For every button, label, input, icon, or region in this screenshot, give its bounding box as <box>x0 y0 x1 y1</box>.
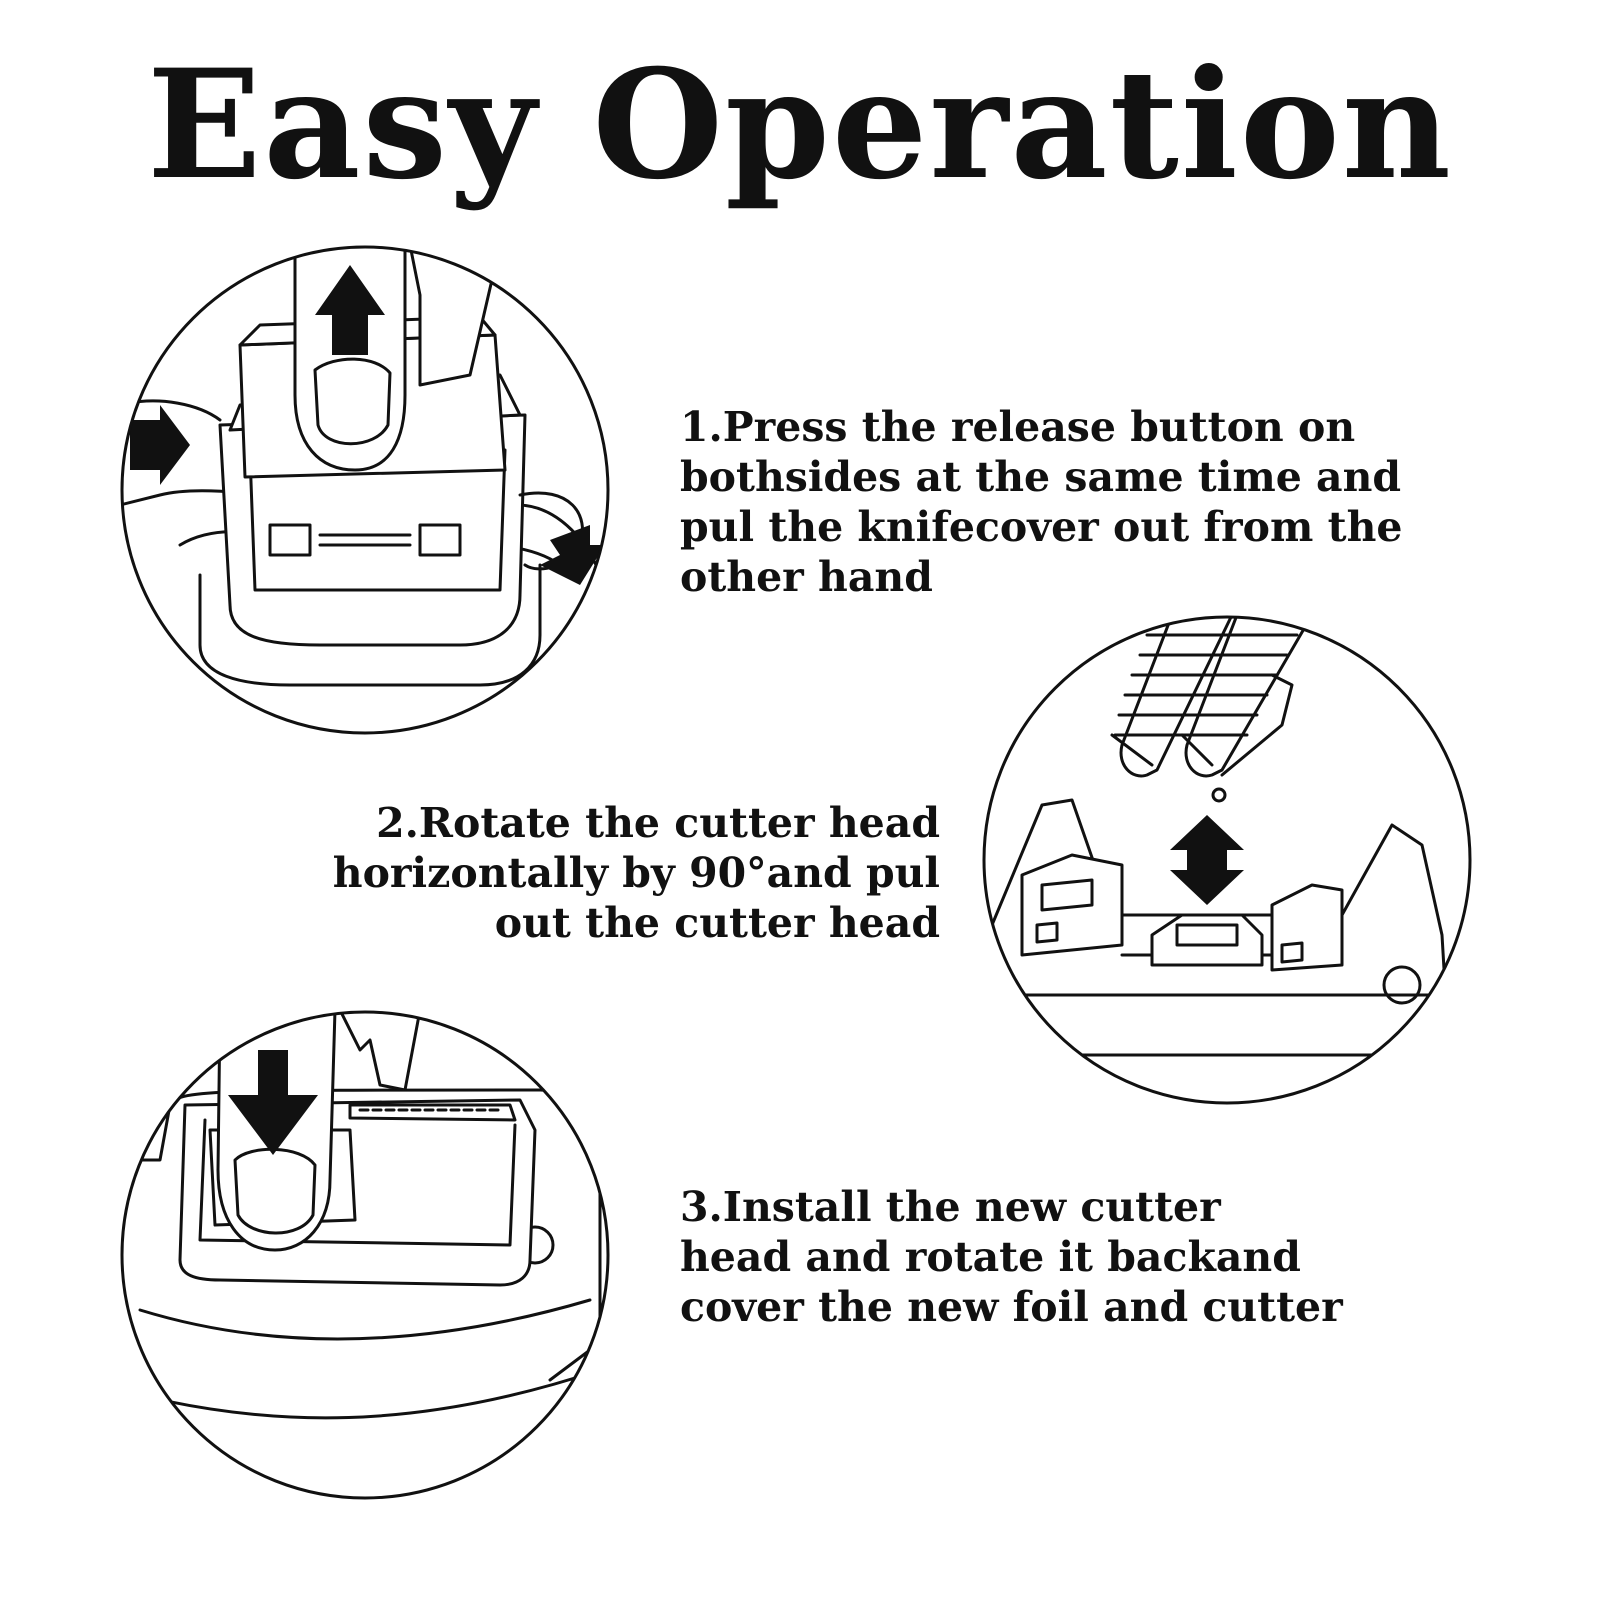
arrow-up-icon <box>315 265 385 355</box>
arrow-inward-icon <box>540 525 605 585</box>
release-button-press-illustration <box>120 245 610 735</box>
step-1-line: other hand <box>680 553 933 601</box>
arrow-down-icon <box>228 1050 318 1155</box>
arrow-inward-icon <box>130 405 190 485</box>
step-1-line: 1.Press the release button on <box>680 403 1356 451</box>
step-1-text: 1.Press the release button on bothsides … <box>680 402 1403 602</box>
step-3-line: 3.Install the new cutter <box>680 1183 1221 1231</box>
step-3-line: head and rotate it backand <box>680 1233 1301 1281</box>
cutter-head-rotate-illustration <box>982 615 1472 1105</box>
cutter-head-install-illustration <box>120 1010 610 1500</box>
step-1-line: pul the knifecover out from the <box>680 503 1403 551</box>
arrow-up-down-icon <box>1170 815 1244 905</box>
step-2-line: out the cutter head <box>494 899 940 947</box>
step-2-line: 2.Rotate the cutter head <box>376 799 940 847</box>
page-title: Easy Operation <box>147 37 1453 213</box>
step-3-text: 3.Install the new cutter head and rotate… <box>680 1182 1343 1332</box>
step-2-text: 2.Rotate the cutter head horizontally by… <box>333 798 940 948</box>
step-2-line: horizontally by 90°and pul <box>332 849 940 897</box>
step-1-line: bothsides at the same time and <box>680 453 1402 501</box>
step-3-line: cover the new foil and cutter <box>680 1283 1343 1331</box>
